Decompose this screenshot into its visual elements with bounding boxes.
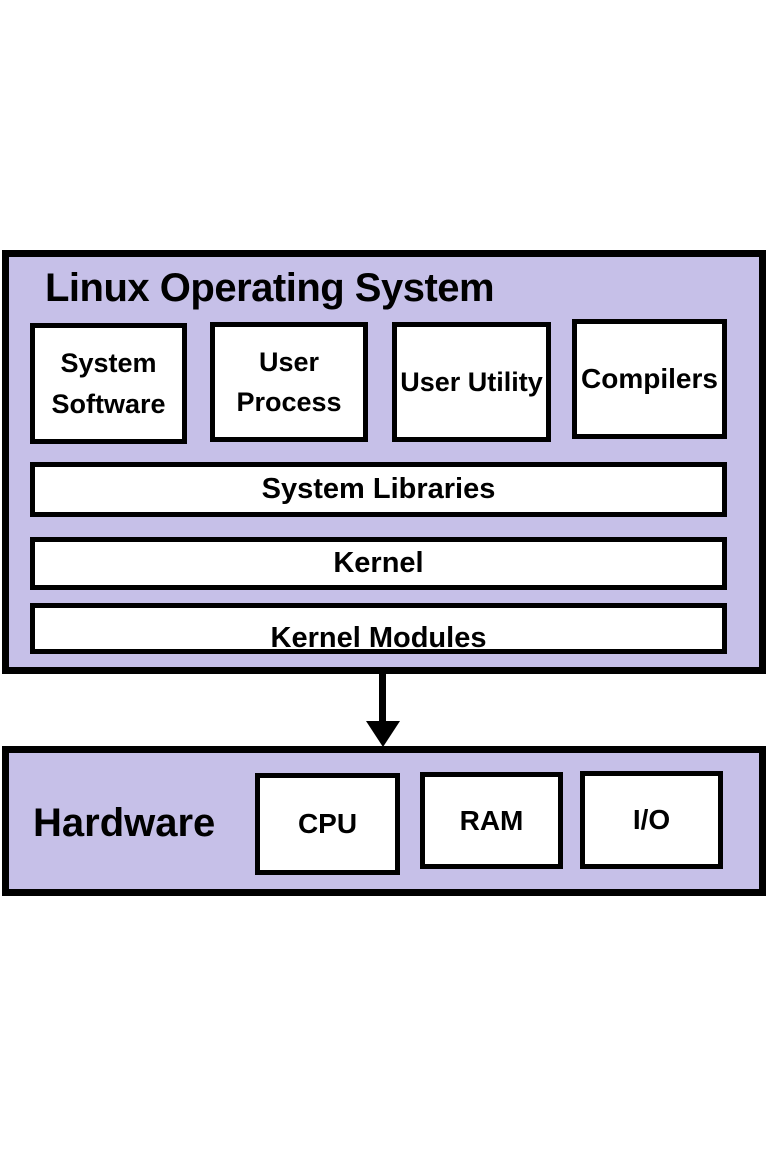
cpu-label: CPU — [297, 808, 358, 839]
user-process-label: User Process — [236, 346, 342, 418]
kernel-modules-bar: Kernel Modules — [30, 603, 727, 654]
kernel-modules-label: Kernel Modules — [270, 622, 487, 654]
compilers-box: Compilers — [572, 319, 727, 439]
system-libraries-label: System Libraries — [261, 473, 496, 505]
os-panel-title: Linux Operating System — [45, 266, 495, 310]
connector-arrow-shaft — [379, 672, 386, 724]
compilers-label: Compilers — [581, 363, 718, 394]
io-box: I/O — [580, 771, 723, 869]
ram-label: RAM — [459, 804, 524, 836]
kernel-bar: Kernel — [30, 537, 727, 590]
io-label: I/O — [632, 804, 671, 835]
user-utility-label: User Utility — [400, 366, 543, 397]
connector-arrow-down-icon — [366, 721, 400, 747]
system-software-box: System Software — [30, 323, 187, 444]
user-utility-box: User Utility — [392, 322, 551, 442]
user-process-box: User Process — [210, 322, 368, 442]
system-software-label: System Software — [51, 348, 166, 419]
kernel-label: Kernel — [333, 547, 424, 579]
hardware-panel-title: Hardware — [33, 801, 216, 845]
system-libraries-bar: System Libraries — [30, 462, 727, 517]
cpu-box: CPU — [255, 773, 400, 875]
ram-box: RAM — [420, 772, 563, 869]
